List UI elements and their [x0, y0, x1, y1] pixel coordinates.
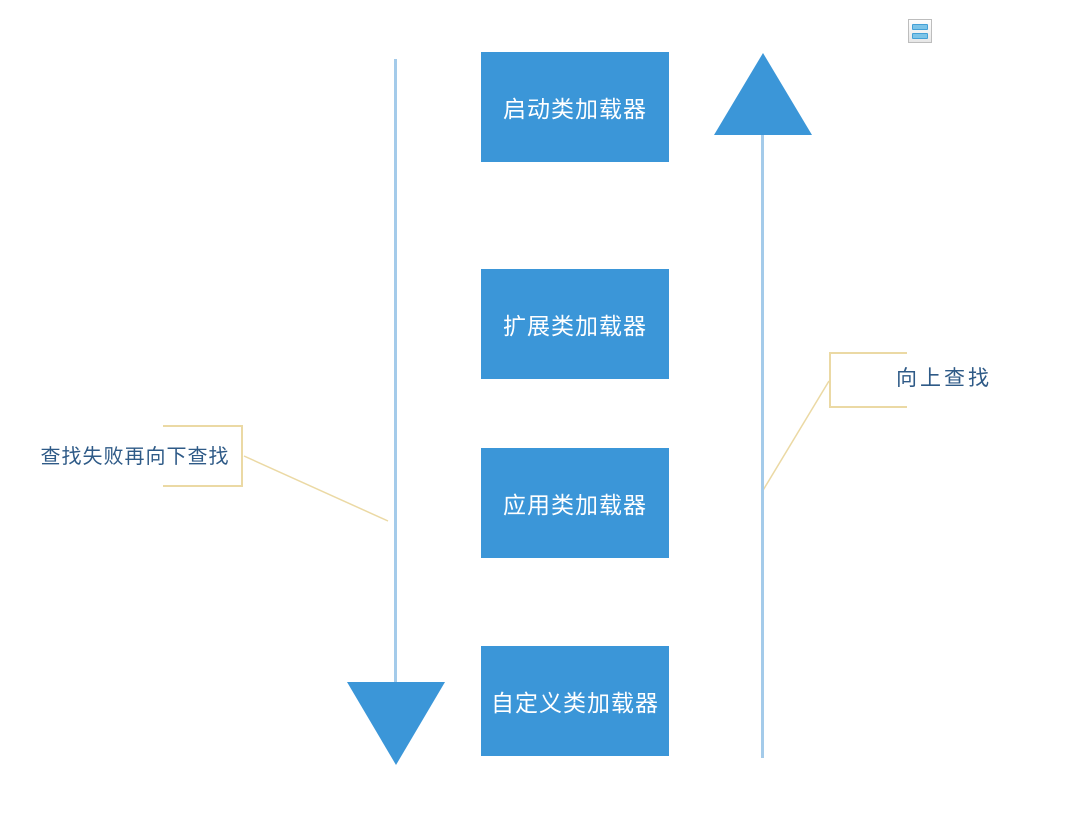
- node-custom-classloader: 自定义类加载器: [481, 646, 669, 756]
- left-leader-line: [243, 455, 389, 522]
- downward-arrow-line: [394, 59, 397, 682]
- right-annotation-label: 向上查找: [896, 367, 992, 390]
- node-label: 自定义类加载器: [491, 690, 659, 716]
- downward-arrow-head: [347, 682, 445, 765]
- left-annotation-label: 查找失败再向下查找: [40, 446, 230, 468]
- node-bootstrap-classloader: 启动类加载器: [481, 52, 669, 162]
- hamburger-icon: [912, 23, 928, 30]
- hamburger-icon: [912, 32, 928, 39]
- node-extension-classloader: 扩展类加载器: [481, 269, 669, 379]
- upward-arrow-line: [761, 135, 764, 758]
- menu-button[interactable]: [908, 19, 932, 43]
- node-label: 应用类加载器: [503, 492, 647, 518]
- node-application-classloader: 应用类加载器: [481, 448, 669, 558]
- node-label: 启动类加载器: [503, 96, 647, 122]
- right-leader-line: [761, 380, 830, 493]
- upward-arrow-head: [714, 53, 812, 135]
- node-label: 扩展类加载器: [503, 313, 647, 339]
- left-annotation-bracket: [163, 425, 243, 487]
- right-annotation-bracket: [829, 352, 907, 408]
